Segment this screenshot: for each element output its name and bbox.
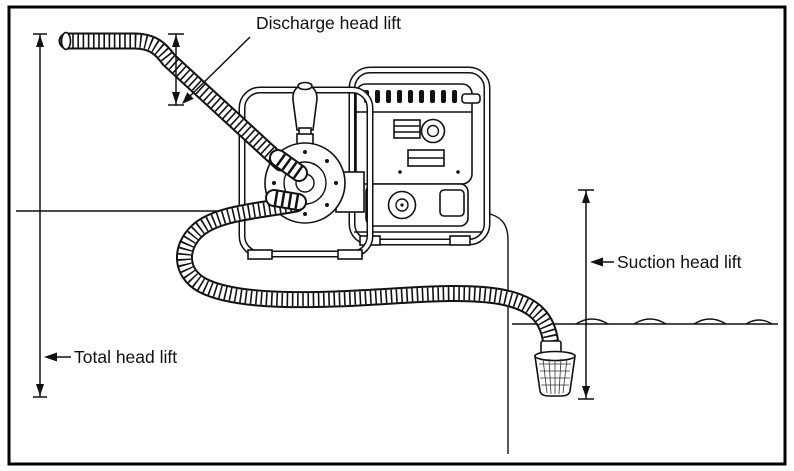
strainer (534, 340, 576, 397)
arrow-left-icon (44, 352, 57, 362)
bank-edge-line (485, 212, 509, 454)
arrow-down-icon (172, 92, 180, 104)
arrow-up-icon (582, 191, 590, 203)
engine-foot (449, 235, 471, 246)
diagram-border (7, 5, 787, 466)
frame-foot (247, 249, 273, 260)
frame-foot (337, 249, 363, 260)
suction-hose (176, 195, 560, 353)
discharge-head-lift-label: Discharge head lift (256, 13, 401, 33)
suction-head-lift-dimension: Suction head lift (578, 189, 742, 400)
suction-port-coupling (265, 189, 307, 211)
arrow-up-icon (36, 35, 44, 47)
arrow-left-icon (590, 257, 603, 267)
wave-icon (693, 318, 727, 325)
carburetor (393, 119, 421, 139)
wave-icon (633, 318, 667, 325)
pump-handle (292, 84, 318, 131)
hose-open-end (60, 31, 72, 51)
recoil-handle (461, 93, 481, 104)
arrow-down-left-icon (182, 92, 194, 104)
total-head-lift-label: Total head lift (74, 347, 177, 367)
terrain (16, 210, 509, 454)
wave-icon (745, 319, 773, 325)
pump-illustration (238, 66, 491, 260)
total-head-lift-dimension: Total head lift (33, 33, 177, 398)
discharge-port-coupling (269, 149, 308, 182)
discharge-head-lift-dimension: Discharge head lift (168, 13, 401, 106)
air-filter-knob (420, 118, 446, 144)
arrow-up-icon (172, 35, 180, 47)
wave-icon (575, 318, 609, 325)
discharge-label-leader (189, 36, 251, 97)
engine (335, 83, 482, 246)
water (512, 318, 778, 325)
cooling-louvres-icon (364, 90, 457, 103)
discharge-hose (58, 31, 290, 172)
strainer-mesh-icon (539, 358, 571, 395)
arrow-down-icon (582, 386, 590, 398)
suction-head-lift-label: Suction head lift (617, 252, 742, 272)
arrow-down-icon (36, 384, 44, 396)
